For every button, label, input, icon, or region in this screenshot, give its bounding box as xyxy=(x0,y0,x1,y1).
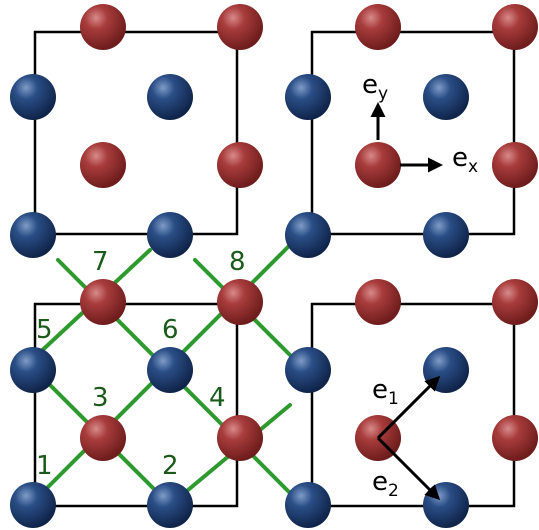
atoms-bottom-left xyxy=(10,279,263,528)
blue-atom xyxy=(285,212,331,258)
basis-vector-arrows xyxy=(370,102,443,501)
bond-label-8: 8 xyxy=(229,247,246,277)
frame-top-right xyxy=(310,30,516,236)
red-atom xyxy=(355,4,401,50)
red-atom xyxy=(355,279,401,325)
bond-label-3: 3 xyxy=(92,383,109,413)
atoms-bottom-right xyxy=(285,279,538,528)
red-atom xyxy=(80,4,126,50)
atoms-top-left xyxy=(10,4,263,258)
blue-atom xyxy=(423,212,469,258)
red-atom xyxy=(80,142,126,188)
frame-bottom-left xyxy=(33,302,239,508)
e2-arrow xyxy=(376,436,441,501)
bond-label-6: 6 xyxy=(162,315,179,345)
unit-cell-frames xyxy=(33,30,516,508)
red-atom xyxy=(492,415,538,461)
atoms-top-right xyxy=(285,4,538,258)
e2-label: e2 xyxy=(372,467,399,501)
red-atom xyxy=(217,142,263,188)
blue-atom xyxy=(147,212,193,258)
red-atom xyxy=(492,279,538,325)
red-atom xyxy=(217,415,263,461)
frame-bottom-right xyxy=(310,302,516,508)
blue-atom xyxy=(10,347,56,393)
blue-atom xyxy=(10,74,56,120)
blue-atom xyxy=(285,347,331,393)
frame-top-left xyxy=(33,30,239,236)
red-atom xyxy=(80,415,126,461)
blue-atom xyxy=(147,74,193,120)
red-atom xyxy=(217,4,263,50)
bond-label-1: 1 xyxy=(36,451,53,481)
blue-atom xyxy=(423,74,469,120)
bond-label-2: 2 xyxy=(162,451,179,481)
ex-label: ex xyxy=(452,143,478,177)
e1-arrow xyxy=(376,375,441,440)
red-atom xyxy=(80,279,126,325)
bond-label-7: 7 xyxy=(92,247,109,277)
blue-atom xyxy=(285,74,331,120)
e1-label: e1 xyxy=(372,375,399,409)
red-atom xyxy=(492,4,538,50)
bond-label-4: 4 xyxy=(209,383,226,413)
red-atom xyxy=(355,142,401,188)
blue-atom xyxy=(10,212,56,258)
bond-label-5: 5 xyxy=(36,315,53,345)
blue-atom xyxy=(147,347,193,393)
ey-label: ey xyxy=(362,70,388,104)
red-atom xyxy=(217,279,263,325)
red-atom xyxy=(492,142,538,188)
blue-atom xyxy=(285,482,331,528)
bond-number-labels: 1 2 3 4 5 6 7 8 xyxy=(36,247,246,481)
basis-vector-labels: ey ex e1 e2 xyxy=(362,70,478,501)
blue-atom xyxy=(10,482,56,528)
blue-atom xyxy=(147,482,193,528)
